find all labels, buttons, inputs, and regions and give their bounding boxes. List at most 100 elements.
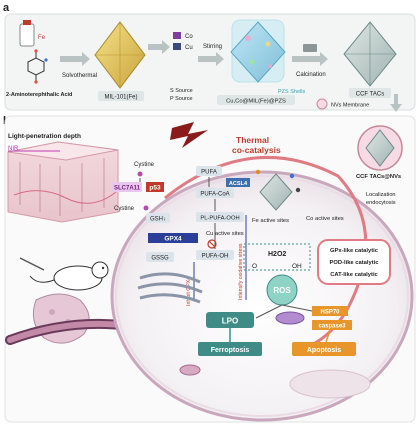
p53-label: p53 [149,185,161,192]
intensify-label: Intensify oxidative stress [238,243,244,300]
pzs-composite-octahedron [230,19,286,83]
thermal-label-2: co-catalysis [232,145,281,155]
pod-like: POD-like catalytic [330,260,380,266]
ros-label: ROS [273,286,291,295]
product-label: CCF TACs [356,92,384,98]
pl-label: PL-PUFA-OOH [200,216,239,222]
nucleus [289,369,371,399]
reagents-label: 2-Aminoterephthalic Acid [6,92,72,98]
syringe-icon [19,257,45,271]
gpx-like: GPx-like catalytic [330,248,379,254]
mil101-octahedron [94,21,146,89]
co-source-icon [173,32,181,39]
ferroptosis-label: Ferroptosis [211,347,250,354]
pzs-label: PZS Shells [278,89,305,95]
nir-label: NIR [8,146,19,152]
nvs-label: CCF TACs@NVs [356,174,401,180]
cat-like: CAT-like catalytic [330,272,378,278]
composite-label: Cu,Co@MIL(Fe)@PZS [226,99,286,105]
caspase-label: caspase3 [318,324,346,330]
sources-label-1: S Source [170,88,193,94]
mil101-tag [98,91,144,101]
co-sites: Co active sites [306,216,344,222]
gpx4-label: GPX4 [164,236,182,243]
slc7a11-label: SLC7A11 [114,186,141,192]
inhibit-icon [207,239,217,249]
composite-tag [217,95,295,105]
gsh-box [146,213,170,223]
panel-a: a Fe 2-Aminoterephthalic Acid Solvotherm… [3,2,416,112]
co-label: Co [185,34,193,40]
pl-pufa-box [196,212,244,222]
furnace-icon [303,44,317,52]
er-organelle [137,272,203,304]
lpo-box [206,312,254,328]
fe-sites: Fe active sites [252,218,289,224]
fe-label: Fe [38,35,46,41]
nanozyme-octahedron [255,169,301,211]
cystine-left: Cystine [114,206,135,212]
lpo-label: LPO [222,317,238,326]
hsp70-box [312,306,348,316]
apoptosis-box [292,342,356,356]
pufa-oh-box [196,250,234,260]
cystine-dot-left [143,205,149,211]
vesicle-icon [179,364,201,376]
o-label: O [252,263,257,270]
cystine-top: Cystine [134,162,155,168]
gsh-label: GSH↓ [150,217,166,223]
metal-sources: Co Cu [173,32,193,51]
cu-label: Cu [185,45,193,51]
gpx4-box [148,233,198,243]
lightning-icon [170,122,208,148]
step-solvothermal: Solvothermal [62,73,97,79]
sources-label-2: P Source [170,96,193,102]
panel-a-letter: a [3,2,10,14]
panel-b: b Light-penetration depth NIR [3,115,416,423]
endocytosis-label-1: Localization [366,192,396,198]
pufa-box [196,166,222,176]
arrow-calcination [292,52,328,66]
step-calcination: Calcination [296,72,326,78]
arrow-mix [148,40,170,54]
arrow-stirring [198,52,224,66]
gssg-box [146,252,174,262]
hsp70-label: HSP70 [320,310,340,316]
oh-label: OH [292,263,302,270]
ferroptosis-box [198,342,262,356]
skin-tissue-block [7,141,119,223]
membrane-label: NVs Membrane [331,103,369,109]
acsl4-label: ACSL4 [229,181,248,187]
slc7a11-box [112,182,142,192]
arrow-solvothermal [60,52,90,66]
reagent-bottle: Fe [19,20,46,47]
cu-source-icon [173,43,181,50]
caspase-box [312,320,352,330]
mil101-label: MIL-101(Fe) [104,95,137,101]
ccf-tacs-octahedron [343,21,397,87]
pufa-oh-label: PUFA-OH [202,254,229,260]
step-stirring: Stirring [203,44,222,50]
catalytic-list-frame [317,239,391,285]
gssg-label: GSSG [151,256,169,262]
tumor-tissue [32,293,90,344]
cystine-dot-top [137,171,143,177]
apoptosis-label: Apoptosis [307,347,341,354]
arrow-down-membrane [390,94,402,112]
p53-box [146,182,164,192]
acsl4-box [226,178,250,187]
skin-title: Light-penetration depth [8,133,81,140]
pufa-label: PUFA [201,170,217,176]
ccf-tacs-nvs-particle [357,125,403,171]
inhibit-label: Inhibit GPX4 [186,277,192,306]
product-tag [349,88,391,98]
mouse-icon [19,257,109,291]
cu-sites: Cu active sites [206,231,244,237]
pufa-coa-box [196,188,234,198]
h2o2-label: H2O2 [268,251,286,258]
endocytosis-label-2: endocytosis [366,200,396,206]
pufa-coa-label: PUFA-CoA [200,192,229,198]
nvs-membrane-icon [316,98,328,110]
mitochondria-icon [275,311,305,325]
